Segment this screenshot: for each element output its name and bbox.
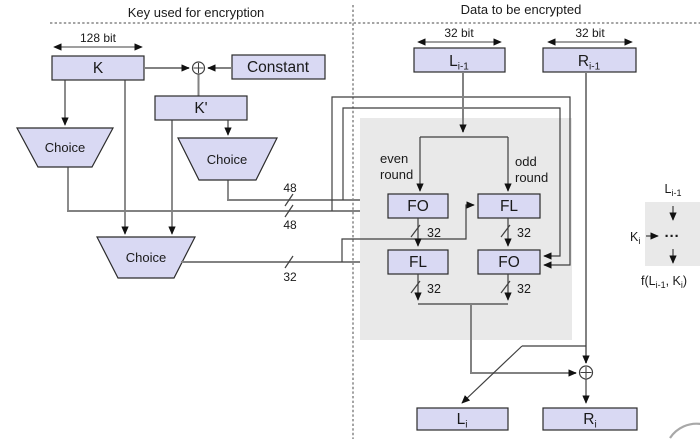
bus-width-tick: [284, 193, 294, 207]
bus-width-tick: [500, 224, 511, 238]
fo-bottom-box: [477, 249, 541, 275]
fl-top-width-label: 32: [517, 226, 531, 240]
swap-diagonal-line: [461, 345, 523, 404]
k-box: [51, 55, 145, 81]
fl-bottom-box: [387, 249, 449, 275]
bottom-row-output-lines: 32 32: [410, 274, 577, 377]
choice2-funnel: [177, 137, 278, 181]
odd-round-label-2: round: [515, 170, 548, 185]
fl-key-branch-path: [341, 201, 475, 262]
key-drop-lines: [61, 80, 232, 235]
top-row-output-lines: 32 32: [410, 218, 531, 247]
outer-feedback-path: [331, 96, 571, 269]
round-function-inset: Li-1 Ki ··· f(Li-1, Ki): [630, 182, 700, 290]
data-section: 32 bit 32 bit Li-1 Ri-1 even round odd r…: [331, 26, 638, 431]
decorative-arc: [669, 422, 700, 439]
round-split-lines: [416, 136, 512, 192]
bus-width-tick: [410, 224, 421, 238]
fo-top-label: FO: [407, 198, 429, 215]
bus-width-tick: [284, 204, 294, 218]
key-section: 128 bit K Constant K' Choice Choice Choi…: [15, 31, 385, 284]
bus48-lower-label: 48: [283, 218, 297, 232]
fl-top-box: [477, 193, 541, 219]
subkey-bus-lines: 48 48 32: [67, 167, 385, 284]
even-round-label-2: round: [380, 167, 413, 182]
odd-round-label-1: odd: [515, 154, 537, 169]
bus32-label: 32: [283, 270, 297, 284]
choice1-funnel: [15, 127, 115, 168]
fo-bottom-label: FO: [498, 254, 520, 271]
r-output-label: Ri: [583, 411, 596, 431]
key-width-measure: 128 bit: [53, 31, 143, 51]
inner-feedback-path: [342, 107, 561, 260]
inset-result-label: f(Li-1, Ki): [641, 274, 687, 290]
constant-box: [231, 54, 326, 80]
key-section-title: Key used for encryption: [128, 5, 265, 20]
fl-bottom-label: FL: [409, 254, 427, 271]
section-dividers: [50, 5, 700, 439]
inset-key-label: Ki: [630, 230, 640, 246]
l-width-label: 32 bit: [444, 26, 474, 40]
l-width-measure: 32 bit: [417, 26, 502, 46]
data-section-title: Data to be encrypted: [461, 2, 582, 17]
choice2-label: Choice: [207, 152, 247, 167]
xor-plus-icon: [193, 63, 204, 73]
xor-plus-icon: [580, 367, 592, 378]
choice1-label: Choice: [45, 140, 85, 155]
bus-width-tick: [500, 280, 511, 294]
key-width-label: 128 bit: [80, 31, 117, 45]
fo-top-width-label: 32: [427, 226, 441, 240]
l-output-label: Li: [457, 411, 468, 431]
choice3-funnel: [96, 236, 196, 279]
even-round-label-1: even: [380, 151, 408, 166]
fo-bottom-width-label: 32: [517, 282, 531, 296]
bus-width-tick: [284, 255, 294, 269]
swap-lines: [461, 345, 586, 404]
r-width-label: 32 bit: [575, 26, 605, 40]
k-box-label: K: [93, 60, 104, 77]
l-input-box: [413, 47, 506, 73]
inset-input-label: Li-1: [665, 182, 682, 198]
xor-output-node: [578, 365, 594, 380]
k-prime-box: [154, 95, 248, 121]
r-width-measure: 32 bit: [547, 26, 633, 46]
xor-key-node: [191, 61, 206, 75]
k-prime-box-label: K': [194, 100, 207, 117]
inset-dots-label: ···: [665, 228, 680, 245]
bus48-upper-label: 48: [283, 181, 297, 195]
l-output-box: [416, 407, 509, 431]
r-output-box: [542, 407, 638, 431]
r-input-label: Ri-1: [578, 53, 601, 73]
fl-bottom-width-label: 32: [427, 282, 441, 296]
choice3-label: Choice: [126, 250, 166, 265]
bus-width-tick: [410, 280, 421, 294]
fl-top-label: FL: [500, 198, 518, 215]
l-input-label: Li-1: [449, 53, 469, 73]
constant-box-label: Constant: [247, 59, 310, 76]
r-input-box: [542, 47, 637, 73]
